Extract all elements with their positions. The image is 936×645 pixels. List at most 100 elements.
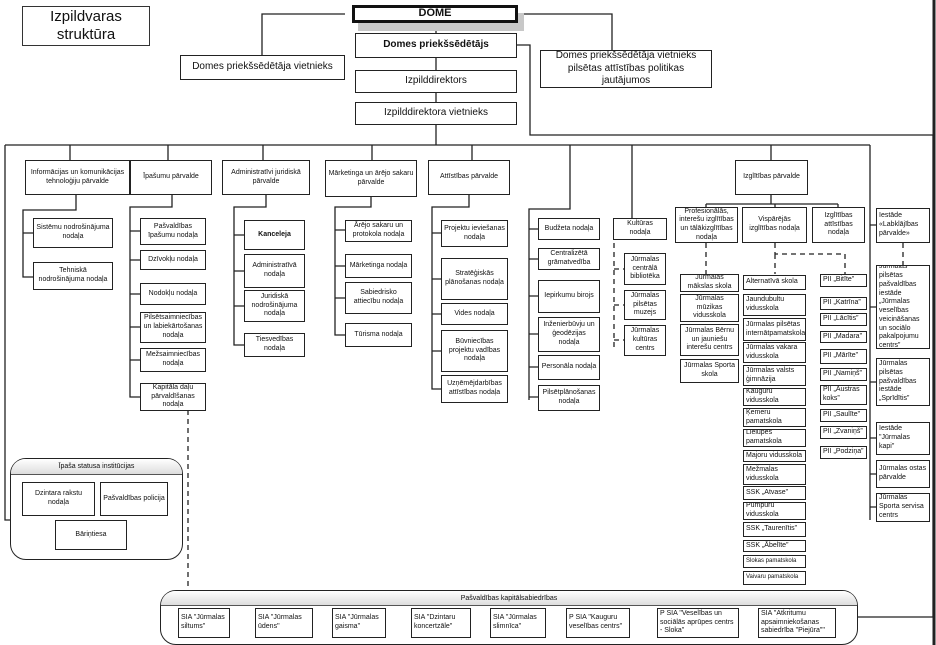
school-label: Jūrmalas pilsētas internātpamatskola <box>746 320 806 337</box>
unit-label: Kanceleja <box>258 230 291 238</box>
unit-label: Būvniecības projektu vadības nodaļa <box>448 337 501 363</box>
preschool-label: PII „Podziņa” <box>823 448 864 456</box>
special-unit: Dzintara rakstu nodaļa <box>22 482 95 516</box>
school-label: Jūrmalas valsts ģimnāzija <box>746 366 795 383</box>
unit-label: Budžeta nodaļa <box>544 224 594 232</box>
unit: Pilsētplānošanas nodaļa <box>538 385 600 411</box>
school-label: Pumpuru vidusskola <box>746 502 779 518</box>
dept-development: Attīstības pārvalde <box>428 160 510 195</box>
box-chair: Domes priekšsēdētājs <box>355 33 517 58</box>
unit-label: Centralizētā grāmatvedība <box>547 250 591 266</box>
preschool-label: PII „Namiņš” <box>823 370 862 378</box>
chart-title-label: Izpildvaras struktūra <box>50 8 122 43</box>
special-unit: Bāriņtiesa <box>55 520 127 550</box>
institution-label: Iestāde «Labklājības pārvalde» <box>879 212 919 237</box>
preschool: PII „Lācītis” <box>820 313 867 326</box>
company: SIA "Jūrmalas ūdens" <box>255 608 313 638</box>
special-status-group-title: Īpaša statusa institūcijas <box>11 459 182 475</box>
school-label: Kauguru vidusskola <box>746 388 779 404</box>
unit-label: Vides nodaļa <box>454 309 495 317</box>
school-label: Majoru vidusskola <box>746 451 803 459</box>
division-label: Izglītības attīstības nodaļa <box>824 211 853 237</box>
unit: Ārējo sakaru un protokola nodaļa <box>345 220 412 242</box>
unit: Iepirkumu birojs <box>538 280 600 313</box>
unit-label: Sistēmu nodrošinājuma nodaļa <box>36 224 110 240</box>
institution-label: Jūrmalas ostas pārvalde <box>879 465 927 481</box>
school-label: Jūrmalas Bērnu un jauniešu interešu cent… <box>684 326 735 352</box>
school-label: Mežmalas vidusskola <box>746 465 779 482</box>
preschool-label: PII „Zvaniņš” <box>823 428 863 436</box>
dept-education-label: Izglītības pārvalde <box>743 173 800 181</box>
school-label: Jūrmalas vakara vidusskola <box>746 343 798 360</box>
division-label: Vispārējās izglītības nodaļa <box>749 216 800 232</box>
school-label: Slokas pamatskola <box>746 557 797 564</box>
unit: Pilsētsaimniecības un labiekārtošanas no… <box>140 312 206 343</box>
unit: Tiesvedības nodaļa <box>244 333 305 357</box>
unit: Vides nodaļa <box>441 303 508 325</box>
unit: Personāla nodaļa <box>538 355 600 380</box>
preschool-label: PII „Katrīna” <box>823 299 861 307</box>
institution: Jūrmalas ostas pārvalde <box>876 460 930 488</box>
unit: Mārketinga nodaļa <box>345 254 412 278</box>
unit-label: Ārējo sakaru un protokola nodaļa <box>352 222 405 238</box>
unit: Projektu ieviešanas nodaļa <box>441 220 508 247</box>
unit: Tūrisma nodaļa <box>345 323 412 347</box>
dept-marketing-label: Mārketinga un ārējo sakaru pārvalde <box>328 169 414 186</box>
company-label: SIA "Jūrmalas siltums" <box>181 614 225 630</box>
unit-label: Jūrmalas centrālā bibliotēka <box>630 255 660 281</box>
institution: Iestāde «Labklājības pārvalde» <box>876 208 930 243</box>
company-label: SIA "Jūrmalas ūdens" <box>258 614 302 630</box>
box-vice-chair: Domes priekšsēdētāja vietnieks <box>180 55 345 80</box>
dept-it-label: Informācijas un komunikācijas tehnoloģij… <box>30 168 125 185</box>
unit-label: Tehniskā nodrošinājuma nodaļa <box>38 267 108 283</box>
dept-it: Informācijas un komunikācijas tehnoloģij… <box>25 160 130 195</box>
chart-title: Izpildvaras struktūra <box>22 6 150 46</box>
school-label: SSK „Taurenītis” <box>746 525 797 533</box>
school: Alternatīvā skola <box>743 275 806 290</box>
unit-label: Dzīvokļu nodaļa <box>148 255 198 263</box>
unit: Budžeta nodaļa <box>538 218 600 240</box>
preschool-label: PII „Lācītis” <box>823 315 859 323</box>
school-label: Jūrmalas mūzikas vidusskola <box>693 294 726 320</box>
box-vice-chair-development-label: Domes priekšsēdētāja vietnieks pilsētas … <box>555 50 697 87</box>
company-label: P SIA "Kauguru veselības centrs" <box>569 614 623 630</box>
unit: Tehniskā nodrošinājuma nodaļa <box>33 262 113 290</box>
school-label: Jaundubultu vidusskola <box>746 296 785 312</box>
unit: Stratēģiskās plānošanas nodaļa <box>441 258 508 300</box>
institution: Jūrmalas pilsētas pašvaldības iestāde „S… <box>876 358 930 406</box>
box-dome: DOME <box>352 5 518 23</box>
unit: Būvniecības projektu vadības nodaļa <box>441 330 508 372</box>
institution-label: Iestāde "Jūrmalas kapi" <box>879 425 910 450</box>
school: SSK „Atvase” <box>743 486 806 500</box>
school: Jūrmalas pilsētas internātpamatskola <box>743 318 806 341</box>
school: Majoru vidusskola <box>743 450 806 462</box>
unit-label: Inženierbūvju un ģeodēzijas nodaļa <box>543 321 595 346</box>
special-unit-label: Dzintara rakstu nodaļa <box>34 490 83 506</box>
box-executive-director-label: Izpilddirektors <box>405 75 467 87</box>
institution-label: Jūrmalas Sporta servisa centrs <box>879 494 924 519</box>
dept-culture-label: Kultūras nodaļa <box>627 220 653 236</box>
school: Jūrmalas Bērnu un jauniešu interešu cent… <box>680 324 739 356</box>
company-label: SIA "Jūrmalas gaisma" <box>335 614 379 630</box>
unit: Jūrmalas pilsētas muzejs <box>624 290 666 320</box>
unit-label: Personāla nodaļa <box>541 363 597 371</box>
unit: Sistēmu nodrošinājuma nodaļa <box>33 218 113 248</box>
school: Jūrmalas mūzikas vidusskola <box>680 294 739 322</box>
school-label: Lielupes pamatskola <box>746 429 782 445</box>
special-unit: Pašvaldības policija <box>100 482 168 516</box>
dept-culture: Kultūras nodaļa <box>613 218 667 240</box>
unit-label: Kapitāla daļu pārvaldīšanas nodaļa <box>151 383 195 409</box>
unit: Kapitāla daļu pārvaldīšanas nodaļa <box>140 383 206 411</box>
preschool: PII „Namiņš” <box>820 368 867 381</box>
school: Lielupes pamatskola <box>743 429 806 447</box>
dept-admin-label: Administratīvi juridiskā pārvalde <box>231 168 301 185</box>
school: Jūrmalas valsts ģimnāzija <box>743 365 806 386</box>
preschool: PII „Madara” <box>820 331 867 343</box>
unit-label: Iepirkumu birojs <box>544 292 594 300</box>
school-label: Vaivaru pamatskola <box>746 574 799 581</box>
unit: Mežsaimniecības nodaļa <box>140 348 206 372</box>
company-label: SIA "Jūrmalas slimnīca" <box>493 614 537 630</box>
company: P SIA "Veselības un sociālās aprūpes cen… <box>657 608 739 638</box>
